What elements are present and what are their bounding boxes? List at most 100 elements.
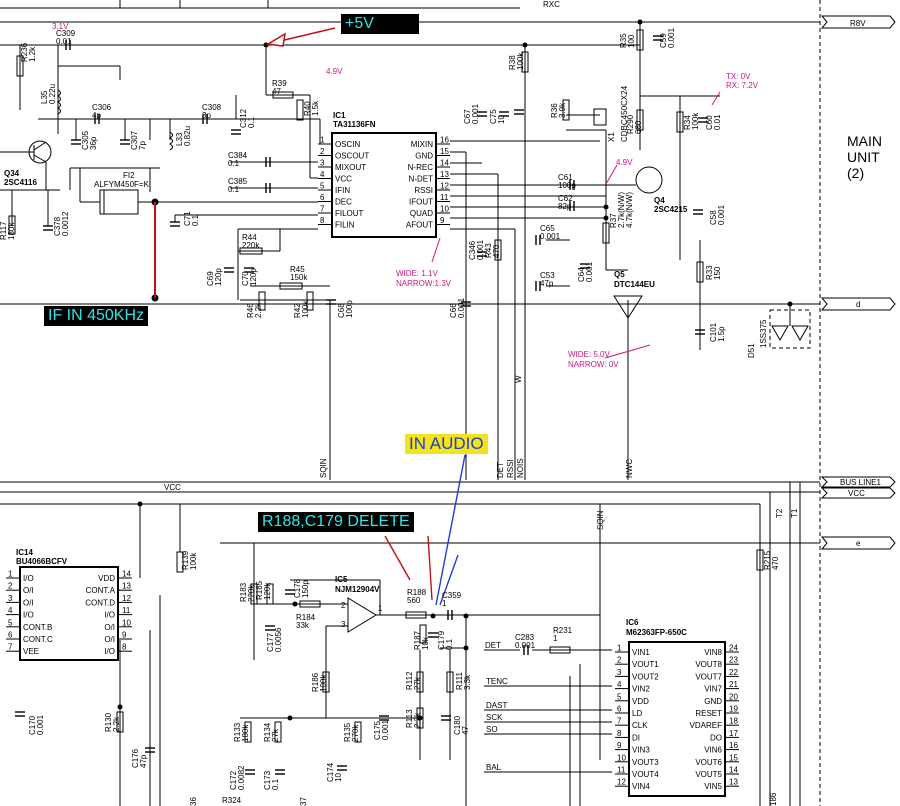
r236-label-0: R236 xyxy=(20,42,29,62)
pin-number: 20 xyxy=(729,692,738,701)
l33-coil xyxy=(169,131,173,151)
c176-label-1: 47p xyxy=(139,754,148,768)
pin-name: DI xyxy=(632,733,640,742)
junction xyxy=(263,42,269,48)
c309-label-0: C309 xyxy=(56,29,76,38)
pin-name: MIXIN xyxy=(411,140,433,149)
q4-section xyxy=(606,22,811,350)
sig-tenc: TENC xyxy=(486,677,508,686)
c53-label-1: 47p xyxy=(540,279,554,288)
r40-label-0: R40 xyxy=(303,101,312,116)
c61-label-1: 100p xyxy=(558,181,576,190)
fi2-ref: FI2 xyxy=(123,171,135,180)
pin-name: CONT.C xyxy=(23,635,53,644)
pin-name: RSSI xyxy=(414,186,433,195)
c305-label-0: C305 xyxy=(81,130,90,150)
pin-number: 10 xyxy=(122,618,131,627)
r130-label-0: R130 xyxy=(104,712,113,732)
r215-body xyxy=(756,549,764,571)
r187-label-0: R187 xyxy=(413,630,422,650)
r36-label-0: R36 xyxy=(550,103,559,118)
ic5-pin-2: 2 xyxy=(341,601,346,610)
c174-label-0: C174 xyxy=(326,762,335,782)
pin-number: 12 xyxy=(440,182,449,191)
c62-label-1: 82p xyxy=(558,202,572,211)
ic6-body xyxy=(628,641,726,797)
l33-label-0: L33 xyxy=(175,132,184,146)
pin-number: 16 xyxy=(440,136,449,145)
c385-label-0: C385 xyxy=(228,177,248,186)
pin-number: 13 xyxy=(122,582,131,591)
pin-number: 10 xyxy=(440,205,449,214)
pin-name: GND xyxy=(415,152,433,161)
pin-number: 14 xyxy=(729,766,738,775)
pin-name: IFIN xyxy=(335,186,350,195)
pin-name: I/O xyxy=(23,611,34,620)
pin-number: 12 xyxy=(122,594,131,603)
pin-name: I/O xyxy=(104,611,115,620)
c68-label-0: C68 xyxy=(337,303,346,318)
pin-name: O/I xyxy=(23,598,34,607)
c283-label-0: C283 xyxy=(515,633,535,642)
pin-number: 14 xyxy=(122,570,131,579)
audio-arrow-2 xyxy=(439,554,459,606)
pin-name: VOUT8 xyxy=(695,660,722,669)
voltage-wide50: WIDE: 5.0V xyxy=(568,350,610,359)
ic6-part: M62363FP-650C xyxy=(626,628,687,637)
c173-label-1: 0.1 xyxy=(271,778,280,790)
pin-name: GND xyxy=(704,697,722,706)
pin-name: VOUT2 xyxy=(632,672,659,681)
c306-label-0: C306 xyxy=(92,103,112,112)
c312-label-0: C312 xyxy=(239,108,248,128)
r183-label-0: R183 xyxy=(239,582,248,602)
pin-number: 7 xyxy=(617,717,622,726)
d51-diode-a xyxy=(771,325,789,342)
r130-label-1: 2.2k xyxy=(112,716,121,732)
voltage-tx: TX: 0V xyxy=(726,72,751,81)
c75-label-0: C75 xyxy=(489,109,498,124)
r236-body xyxy=(16,55,24,77)
c66-label-0: C66 xyxy=(449,303,458,318)
c177-label-0: C177 xyxy=(266,632,275,652)
sig-sqin: SQIN xyxy=(319,458,328,478)
voltage-wide11: WIDE: 1.1V xyxy=(396,269,438,278)
pin-name: CONT.D xyxy=(85,598,115,607)
pin-number: 7 xyxy=(320,205,325,214)
pin-number: 1 xyxy=(617,644,622,653)
r111-label-0: R111 xyxy=(455,672,464,690)
voltage-narrow0: NARROW: 0V xyxy=(568,360,619,369)
fi2-part: ALFYM450F=K xyxy=(94,180,150,189)
pin-name: N-REC xyxy=(408,163,434,172)
e-label: e xyxy=(856,539,861,548)
rxc-label: RXC xyxy=(543,0,560,9)
annotation-arrows xyxy=(265,27,721,606)
in-audio-annotation: IN AUDIO xyxy=(405,434,488,454)
pin-name: CONT.B xyxy=(23,623,52,632)
pin-number: 4 xyxy=(320,170,325,179)
voltage-31: 3.1V xyxy=(52,22,69,31)
pin-name: VIN2 xyxy=(632,685,650,694)
r135-body xyxy=(354,721,362,743)
c59-label-0: C59 xyxy=(659,33,668,48)
pin-name: VCC xyxy=(335,175,352,184)
c101-label-1: 1.5p xyxy=(717,326,726,342)
pin-name: VIN6 xyxy=(704,746,722,755)
c71-label-0: C71 xyxy=(183,211,192,226)
c378-label-0: C378 xyxy=(53,216,62,236)
r37-label-2: 4.7k(N/W) xyxy=(625,192,634,228)
sig-bal: BAL xyxy=(486,763,502,772)
pin-name: VDD xyxy=(632,697,649,706)
x186-label-0: 186 xyxy=(769,792,778,806)
pin-number: 6 xyxy=(617,705,622,714)
r117-label-1: 180k xyxy=(7,222,16,240)
c60-label-1: 0.01 xyxy=(713,114,722,130)
d-label: d xyxy=(856,300,860,309)
r38-body xyxy=(521,51,529,73)
c385-label-1: 0.1 xyxy=(228,185,240,194)
c172-label-1: 0.0082 xyxy=(237,765,246,790)
if-in-annotation: IF IN 450KHz xyxy=(44,306,149,326)
